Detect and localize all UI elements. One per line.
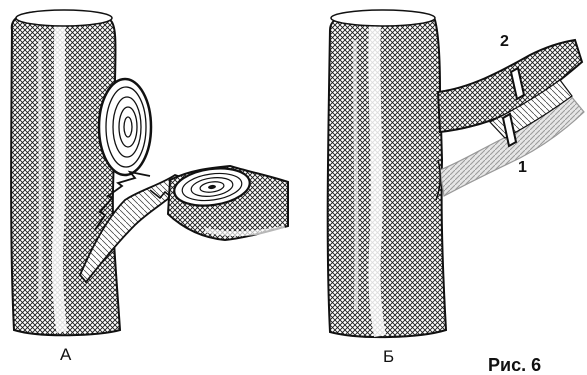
figure-caption: Рис. 6: [488, 356, 541, 374]
cut-label-2: 2: [500, 34, 509, 50]
panel-a-label: А: [60, 346, 71, 363]
panel-a-stump-cut: [99, 79, 151, 175]
cut-label-1: 1: [518, 160, 527, 176]
panel-a-trunk: [11, 10, 120, 335]
panel-b-trunk: [328, 10, 446, 337]
panel-b-label: Б: [383, 348, 394, 365]
